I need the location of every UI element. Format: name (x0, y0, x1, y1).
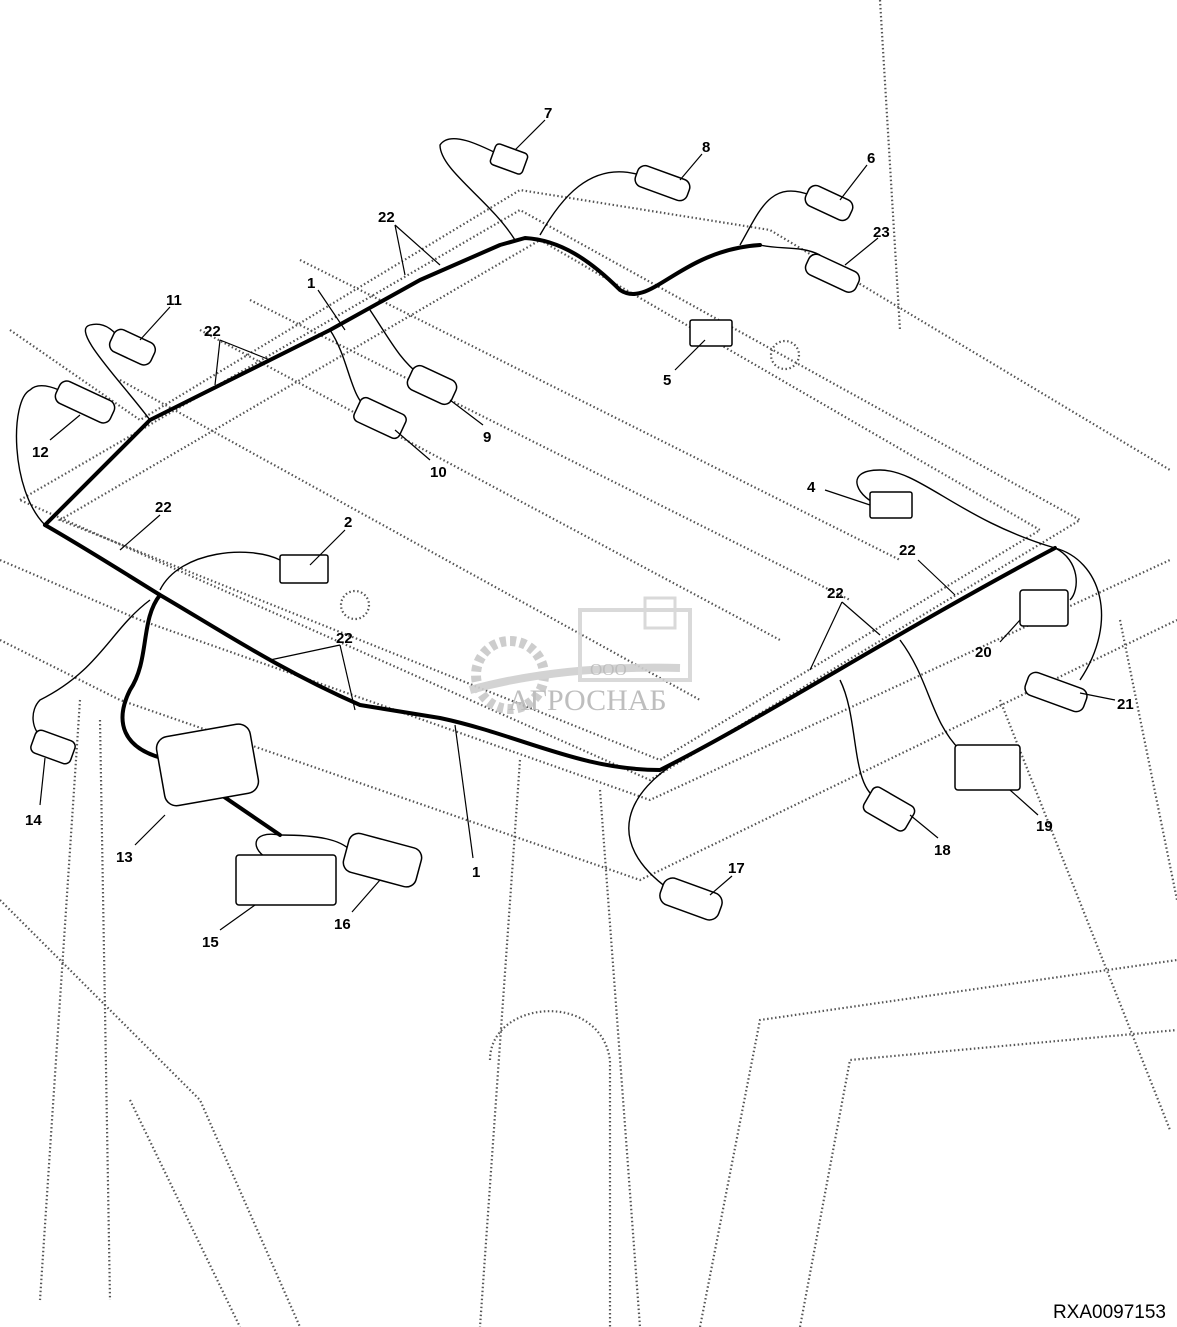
callout-14: 14 (25, 812, 42, 829)
callout-10: 10 (430, 464, 447, 481)
watermark-logo: ООО АГРОСНАБ (468, 596, 692, 717)
callout-15: 15 (202, 934, 219, 951)
callout-16: 16 (334, 916, 351, 933)
leader-lines (39, 119, 1116, 931)
callout-22: 22 (899, 542, 916, 559)
main-harness (43, 236, 1057, 837)
callout-8: 8 (702, 139, 710, 156)
callout-22: 22 (378, 209, 395, 226)
callout-22: 22 (204, 323, 221, 340)
callout-22: 22 (155, 499, 172, 516)
callout-1: 1 (307, 275, 315, 292)
callout-labels: 7 8 6 23 22 1 11 22 5 9 10 12 4 22 2 22 … (25, 105, 1134, 951)
callout-22: 22 (827, 585, 844, 602)
callout-23: 23 (873, 224, 890, 241)
callout-21: 21 (1117, 696, 1134, 713)
callout-2: 2 (344, 514, 352, 531)
callout-22: 22 (336, 630, 353, 647)
callout-18: 18 (934, 842, 951, 859)
callout-1: 1 (472, 864, 480, 881)
callout-11: 11 (166, 292, 182, 309)
callout-9: 9 (483, 429, 491, 446)
callout-13: 13 (116, 849, 133, 866)
callout-20: 20 (975, 644, 992, 661)
watermark-name: АГРОСНАБ (508, 684, 667, 717)
figure-reference-id: RXA0097153 (1053, 1302, 1166, 1323)
callout-7: 7 (544, 105, 552, 122)
callout-12: 12 (32, 444, 49, 461)
callout-19: 19 (1036, 818, 1053, 835)
callout-6: 6 (867, 150, 875, 167)
callout-4: 4 (807, 479, 816, 496)
callout-17: 17 (728, 860, 745, 877)
watermark-prefix: ООО (590, 660, 627, 679)
connectors (30, 143, 1088, 921)
callout-5: 5 (663, 372, 671, 389)
